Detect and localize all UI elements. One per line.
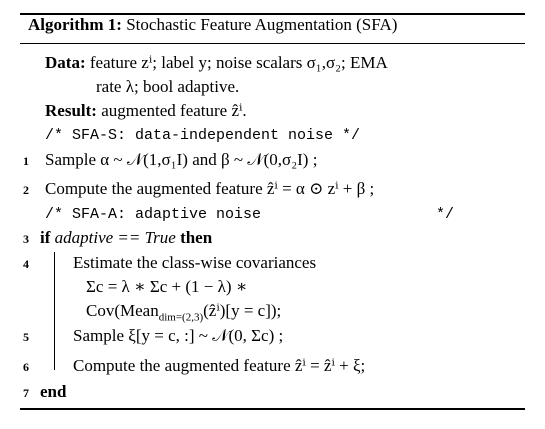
cov-mean: Cov(Mean xyxy=(86,301,159,320)
result-line: Result: augmented feature ẑⁱ. xyxy=(45,101,247,121)
title-rule xyxy=(20,43,525,44)
data-label: Data: xyxy=(45,53,86,72)
bottom-rule xyxy=(20,408,525,410)
step-4: Estimate the class-wise covariances xyxy=(73,253,317,272)
algorithm-name: Stochastic Feature Augmentation (SFA) xyxy=(126,15,398,34)
line-number-6: 6 xyxy=(23,360,29,374)
block-indent-bar xyxy=(54,252,55,370)
line-number-7: 7 xyxy=(23,386,29,400)
algorithm-number: Algorithm 1: xyxy=(28,15,122,34)
line-number-4: 4 xyxy=(23,257,29,271)
result-text: augmented feature ẑⁱ. xyxy=(101,101,247,120)
step-4-equation: Σc = λ ∗ Σc + (1 − λ) ∗ xyxy=(86,277,248,296)
step-4-equation-cont: Cov(Meandim=(2,3)(ẑⁱ)[y = c]); xyxy=(86,301,281,327)
comment-sfa-s: /* SFA-S: data-independent noise */ xyxy=(45,127,361,144)
data-text: feature zⁱ; label y; noise scalars σ₁,σ₂… xyxy=(89,53,388,72)
step-5: Sample ξ[y = c, :] ~ 𝒩(0, Σc) ; xyxy=(73,326,284,345)
line-number-1: 1 xyxy=(23,154,29,168)
end-keyword: end xyxy=(40,382,67,401)
algorithm-title: Algorithm 1: Stochastic Feature Augmenta… xyxy=(28,15,397,35)
cov-mean-rest: (ẑⁱ)[y = c]); xyxy=(203,301,282,320)
result-label: Result: xyxy=(45,101,97,120)
step-6: Compute the augmented feature ẑⁱ = ẑⁱ + … xyxy=(73,356,366,375)
if-keyword: if xyxy=(40,228,51,247)
data-line: Data: feature zⁱ; label y; noise scalars… xyxy=(45,53,388,73)
comment-sfa-a-end: */ xyxy=(436,206,455,223)
data-line-cont: rate λ; bool adaptive. xyxy=(96,77,240,96)
step-3: if adaptive == True then xyxy=(40,228,212,248)
step-2: Compute the augmented feature ẑⁱ = α ⊙ z… xyxy=(45,179,375,198)
line-number-3: 3 xyxy=(23,232,29,246)
cov-mean-subscript: dim=(2,3) xyxy=(158,311,204,324)
if-condition: adaptive == True xyxy=(54,228,176,247)
line-number-2: 2 xyxy=(23,183,29,197)
step-1: Sample α ~ 𝒩(1,σ₁I) and β ~ 𝒩(0,σ₂I) ; xyxy=(45,150,318,169)
comment-sfa-a: /* SFA-A: adaptive noise xyxy=(45,206,262,223)
then-keyword: then xyxy=(180,228,213,247)
line-number-5: 5 xyxy=(23,330,29,344)
top-rule xyxy=(20,13,525,15)
